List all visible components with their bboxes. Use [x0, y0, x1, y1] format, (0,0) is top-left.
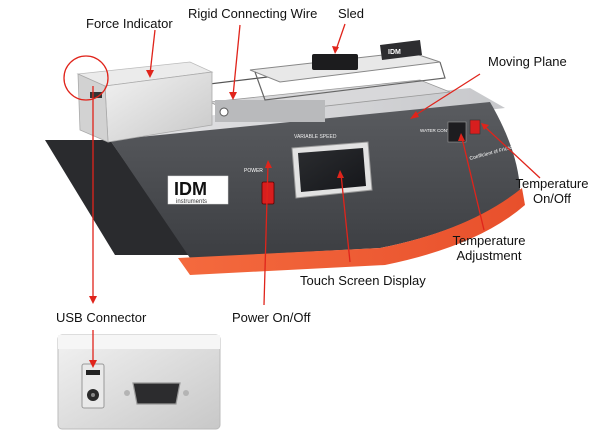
temp-onoff-arrow: [481, 123, 489, 130]
power-label: POWER: [244, 168, 263, 174]
force-line: [149, 29, 156, 75]
temp-panel-label: WATER CONTROL: [420, 128, 459, 133]
label-rigid-wire: Rigid Connecting Wire: [188, 6, 318, 21]
usb-port-small: [90, 92, 102, 98]
temperature-switch[interactable]: [469, 119, 481, 135]
vga-screw-right: [183, 390, 189, 396]
body-left-side: [45, 140, 190, 255]
plane-rail: [215, 100, 325, 122]
label-temp-adjust: Temperature Adjustment: [444, 233, 534, 263]
usb-closeup: [57, 334, 221, 430]
sled-brand: IDM: [388, 49, 401, 56]
label-temp-adjust-line2: Adjustment: [456, 248, 522, 263]
label-temp-adjust-line1: Temperature: [452, 233, 526, 248]
vga-port[interactable]: [132, 382, 181, 405]
power-arrow: [265, 160, 272, 168]
orange-base-stripe: [178, 188, 525, 275]
speed-label: VARIABLE SPEED: [294, 134, 337, 140]
sled-arrow: [332, 46, 339, 54]
label-force-indicator: Force Indicator: [86, 16, 173, 31]
pulley-wheel: [219, 107, 229, 117]
power-line: [263, 163, 269, 306]
micro-usb-port[interactable]: [86, 370, 100, 375]
touch-line: [340, 173, 351, 263]
label-usb: USB Connector: [56, 310, 147, 325]
sled-stand: [380, 40, 422, 60]
idm-logo: IDM instruments: [167, 175, 229, 205]
platform-rim: [254, 61, 446, 101]
moving-plane-line: [413, 73, 481, 117]
wire-arrow: [229, 92, 237, 100]
sled-line: [335, 23, 346, 51]
sled-block: [312, 54, 358, 70]
label-sled: Sled: [338, 6, 365, 21]
brand-sub: instruments: [176, 199, 207, 205]
temp-onoff-line: [483, 125, 541, 179]
wire-line: [232, 24, 241, 97]
label-temp-onoff-line1: Temperature: [515, 176, 589, 191]
temp-adjust-arrow: [458, 133, 465, 141]
callout-arrowheads: [89, 46, 489, 368]
vga-screw-left: [124, 390, 130, 396]
callout-lines: [63, 23, 541, 364]
moving-plane-arrow: [410, 111, 419, 119]
label-touch-screen: Touch Screen Display: [300, 273, 426, 288]
label-temp-onoff: Temperature On/Off: [511, 176, 593, 206]
usb-arrow-lower: [89, 360, 97, 368]
closeup-top-lip: [58, 335, 220, 349]
usb-highlight-circle: [63, 55, 109, 101]
usb-arrow-upper: [89, 296, 97, 304]
brand-name: IDM: [174, 179, 207, 199]
touch-screen[interactable]: [298, 148, 366, 192]
dc-jack-pin: [91, 393, 95, 397]
touch-arrow: [337, 170, 344, 178]
label-temp-onoff-line2: On/Off: [532, 191, 572, 206]
label-power: Power On/Off: [232, 310, 311, 325]
tester-machine: IDM IDM instruments POWER VARIABLE SPEED…: [45, 40, 531, 275]
label-moving-plane: Moving Plane: [488, 54, 567, 69]
logo-plate: [167, 175, 229, 205]
force-arrow: [146, 70, 154, 78]
temp-adjust-line: [461, 137, 485, 231]
